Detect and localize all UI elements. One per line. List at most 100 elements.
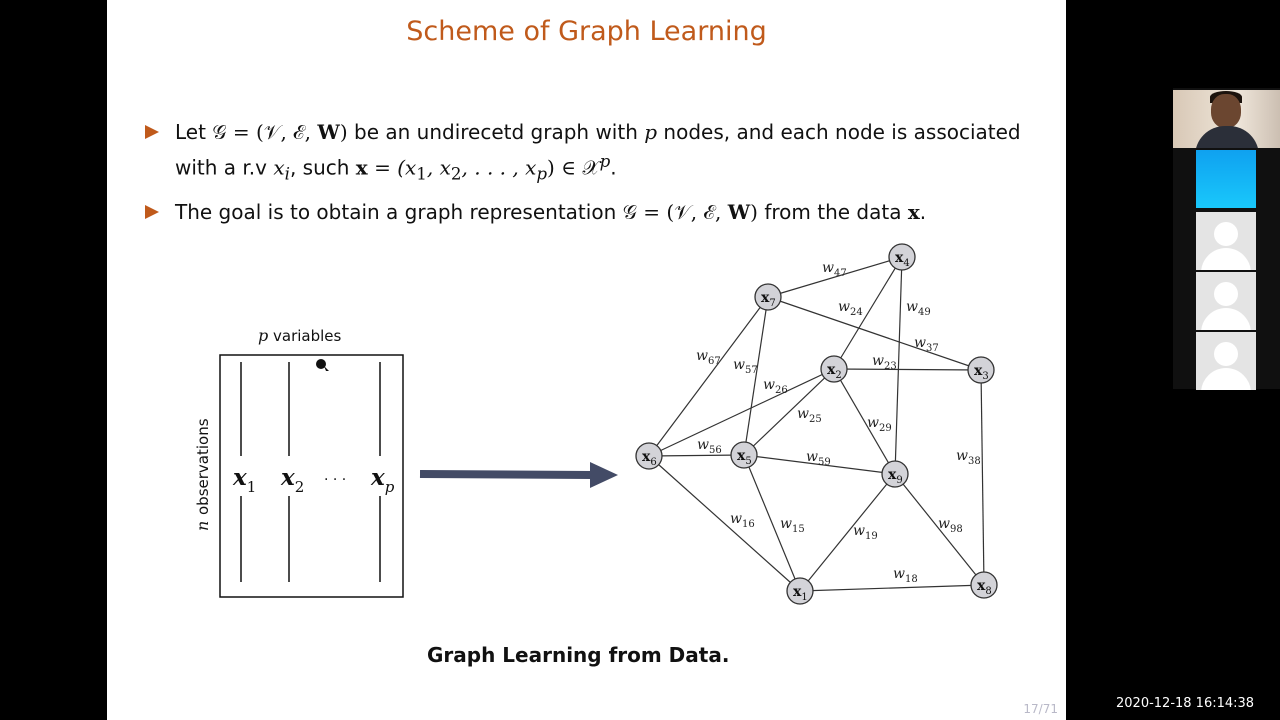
graph-node-x3: x3	[967, 356, 995, 384]
node-circle	[730, 441, 758, 469]
data-matrix: p variables n observations x1 x2 · · · x…	[193, 326, 404, 598]
edge-6-1	[648, 455, 801, 592]
edge-2-6	[648, 368, 835, 457]
edge-3-8	[980, 369, 985, 586]
edge-5-1	[743, 454, 801, 592]
node-label: x4	[895, 250, 910, 269]
node-label: x3	[974, 363, 989, 382]
participant-video-strip[interactable]	[1173, 88, 1280, 390]
column-label-x2: x2	[280, 464, 304, 496]
page-number: 17/71	[1023, 702, 1058, 716]
graph-node-x8: x8	[970, 571, 998, 599]
matrix-side-label-text: observations	[194, 418, 212, 515]
matrix-side-label-var: n	[193, 521, 212, 531]
node-circle	[970, 571, 998, 599]
edge-5-9	[743, 454, 896, 475]
edge-9-1	[799, 473, 896, 592]
edge-weight-label: w29	[867, 415, 892, 434]
participant-tile[interactable]	[1196, 272, 1256, 330]
column-ellipsis: · · ·	[324, 472, 346, 488]
node-label: x5	[737, 448, 752, 467]
edge-7-5	[743, 296, 769, 456]
matrix-side-label: n observations	[193, 418, 212, 531]
edge-weight-label: w67	[696, 348, 721, 367]
bullet-1: Let 𝒢 = (𝒱, ℰ, W) be an undirecetd graph…	[145, 117, 1021, 190]
graph-edge-labels: w47 w24 w49 w37 w67 w57 w23 w26 w25 w29 w38 w56 w59 w…	[696, 260, 981, 585]
avatar-placeholder-icon	[1214, 342, 1238, 366]
edge-weight-label: w26	[763, 377, 788, 396]
edge-9-8	[894, 473, 985, 586]
avatar-placeholder-icon	[1214, 222, 1238, 246]
edge-weight-label: w49	[906, 299, 931, 318]
node-label: x1	[793, 584, 808, 603]
edge-weight-label: w37	[914, 335, 939, 354]
edge-weight-label: w19	[853, 523, 878, 542]
edge-weight-label: w57	[733, 357, 758, 376]
bullet-2-line-1: The goal is to obtain a graph representa…	[175, 200, 927, 224]
node-circle	[888, 243, 916, 271]
participant-camera-video[interactable]	[1173, 90, 1280, 148]
edge-weight-label: w24	[838, 299, 863, 318]
participant-tile-active[interactable]	[1196, 150, 1256, 208]
edge-2-9	[833, 368, 896, 475]
node-label: x7	[761, 290, 776, 309]
node-circle	[754, 283, 782, 311]
edge-7-6	[648, 296, 769, 457]
graph-node-x1: x1	[786, 577, 814, 605]
edge-weight-label: w15	[780, 516, 805, 535]
node-circle	[881, 460, 909, 488]
node-circle	[967, 356, 995, 384]
column-label-xp: xp	[370, 464, 395, 496]
node-label: x2	[827, 362, 842, 381]
figure-caption: Graph Learning from Data.	[427, 643, 730, 667]
graph-edges	[648, 256, 985, 592]
node-label: x6	[642, 449, 657, 468]
edge-weight-label: w47	[822, 260, 847, 279]
column-label-x1: x1	[232, 464, 256, 496]
graph-node-x7: x7	[754, 283, 782, 311]
graph-node-x4: x4	[888, 243, 916, 271]
participant-tile[interactable]	[1196, 332, 1256, 390]
bullet-1-line-1: Let 𝒢 = (𝒱, ℰ, W) be an undirecetd graph…	[175, 120, 1021, 144]
edge-weight-label: w98	[938, 516, 963, 535]
edge-4-7	[767, 256, 903, 298]
matrix-top-label-var: p	[258, 326, 268, 345]
edge-weight-label: w18	[893, 566, 918, 585]
participant-face-image	[1211, 94, 1241, 128]
edge-4-9	[894, 256, 903, 475]
edge-weight-label: w25	[797, 406, 822, 425]
transform-arrow	[419, 462, 618, 488]
edge-1-8	[799, 584, 985, 592]
edge-7-3	[767, 296, 982, 371]
node-circle	[786, 577, 814, 605]
matrix-box	[219, 354, 404, 598]
slide-title: Scheme of Graph Learning	[406, 16, 767, 47]
avatar-placeholder-icon	[1214, 282, 1238, 306]
node-label: x9	[888, 467, 903, 486]
node-label: x8	[977, 578, 992, 597]
edge-weight-label: w56	[697, 437, 722, 456]
graph-node-x6: x6	[635, 442, 663, 470]
edge-weight-label: w59	[806, 449, 831, 468]
matrix-top-label-text: variables	[273, 327, 342, 345]
mouse-cursor-icon	[316, 359, 329, 371]
graph-nodes: x1 x2 x3 x4 x5 x6 x7 x8 x9	[635, 243, 998, 605]
bullet-triangle-icon	[145, 125, 159, 139]
edge-2-5	[743, 368, 835, 456]
bullet-1-line-2: with a r.v xi, such x = (x1, x2, . . . ,…	[175, 152, 617, 184]
edge-weight-label: w23	[872, 353, 897, 372]
node-circle	[635, 442, 663, 470]
edge-weight-label: w38	[956, 448, 981, 467]
graph-node-x5: x5	[730, 441, 758, 469]
participant-tile[interactable]	[1196, 212, 1256, 270]
slide: Scheme of Graph Learning Let 𝒢 = (𝒱, ℰ, …	[107, 0, 1066, 720]
edge-weight-label: w16	[730, 511, 755, 530]
node-circle	[820, 355, 848, 383]
bullet-2: The goal is to obtain a graph representa…	[145, 197, 926, 227]
graph-node-x9: x9	[881, 460, 909, 488]
edge-2-3	[833, 368, 982, 371]
recording-timestamp: 2020-12-18 16:14:38	[1116, 696, 1255, 711]
edge-2-4	[833, 256, 903, 370]
bullet-triangle-icon	[145, 205, 159, 219]
